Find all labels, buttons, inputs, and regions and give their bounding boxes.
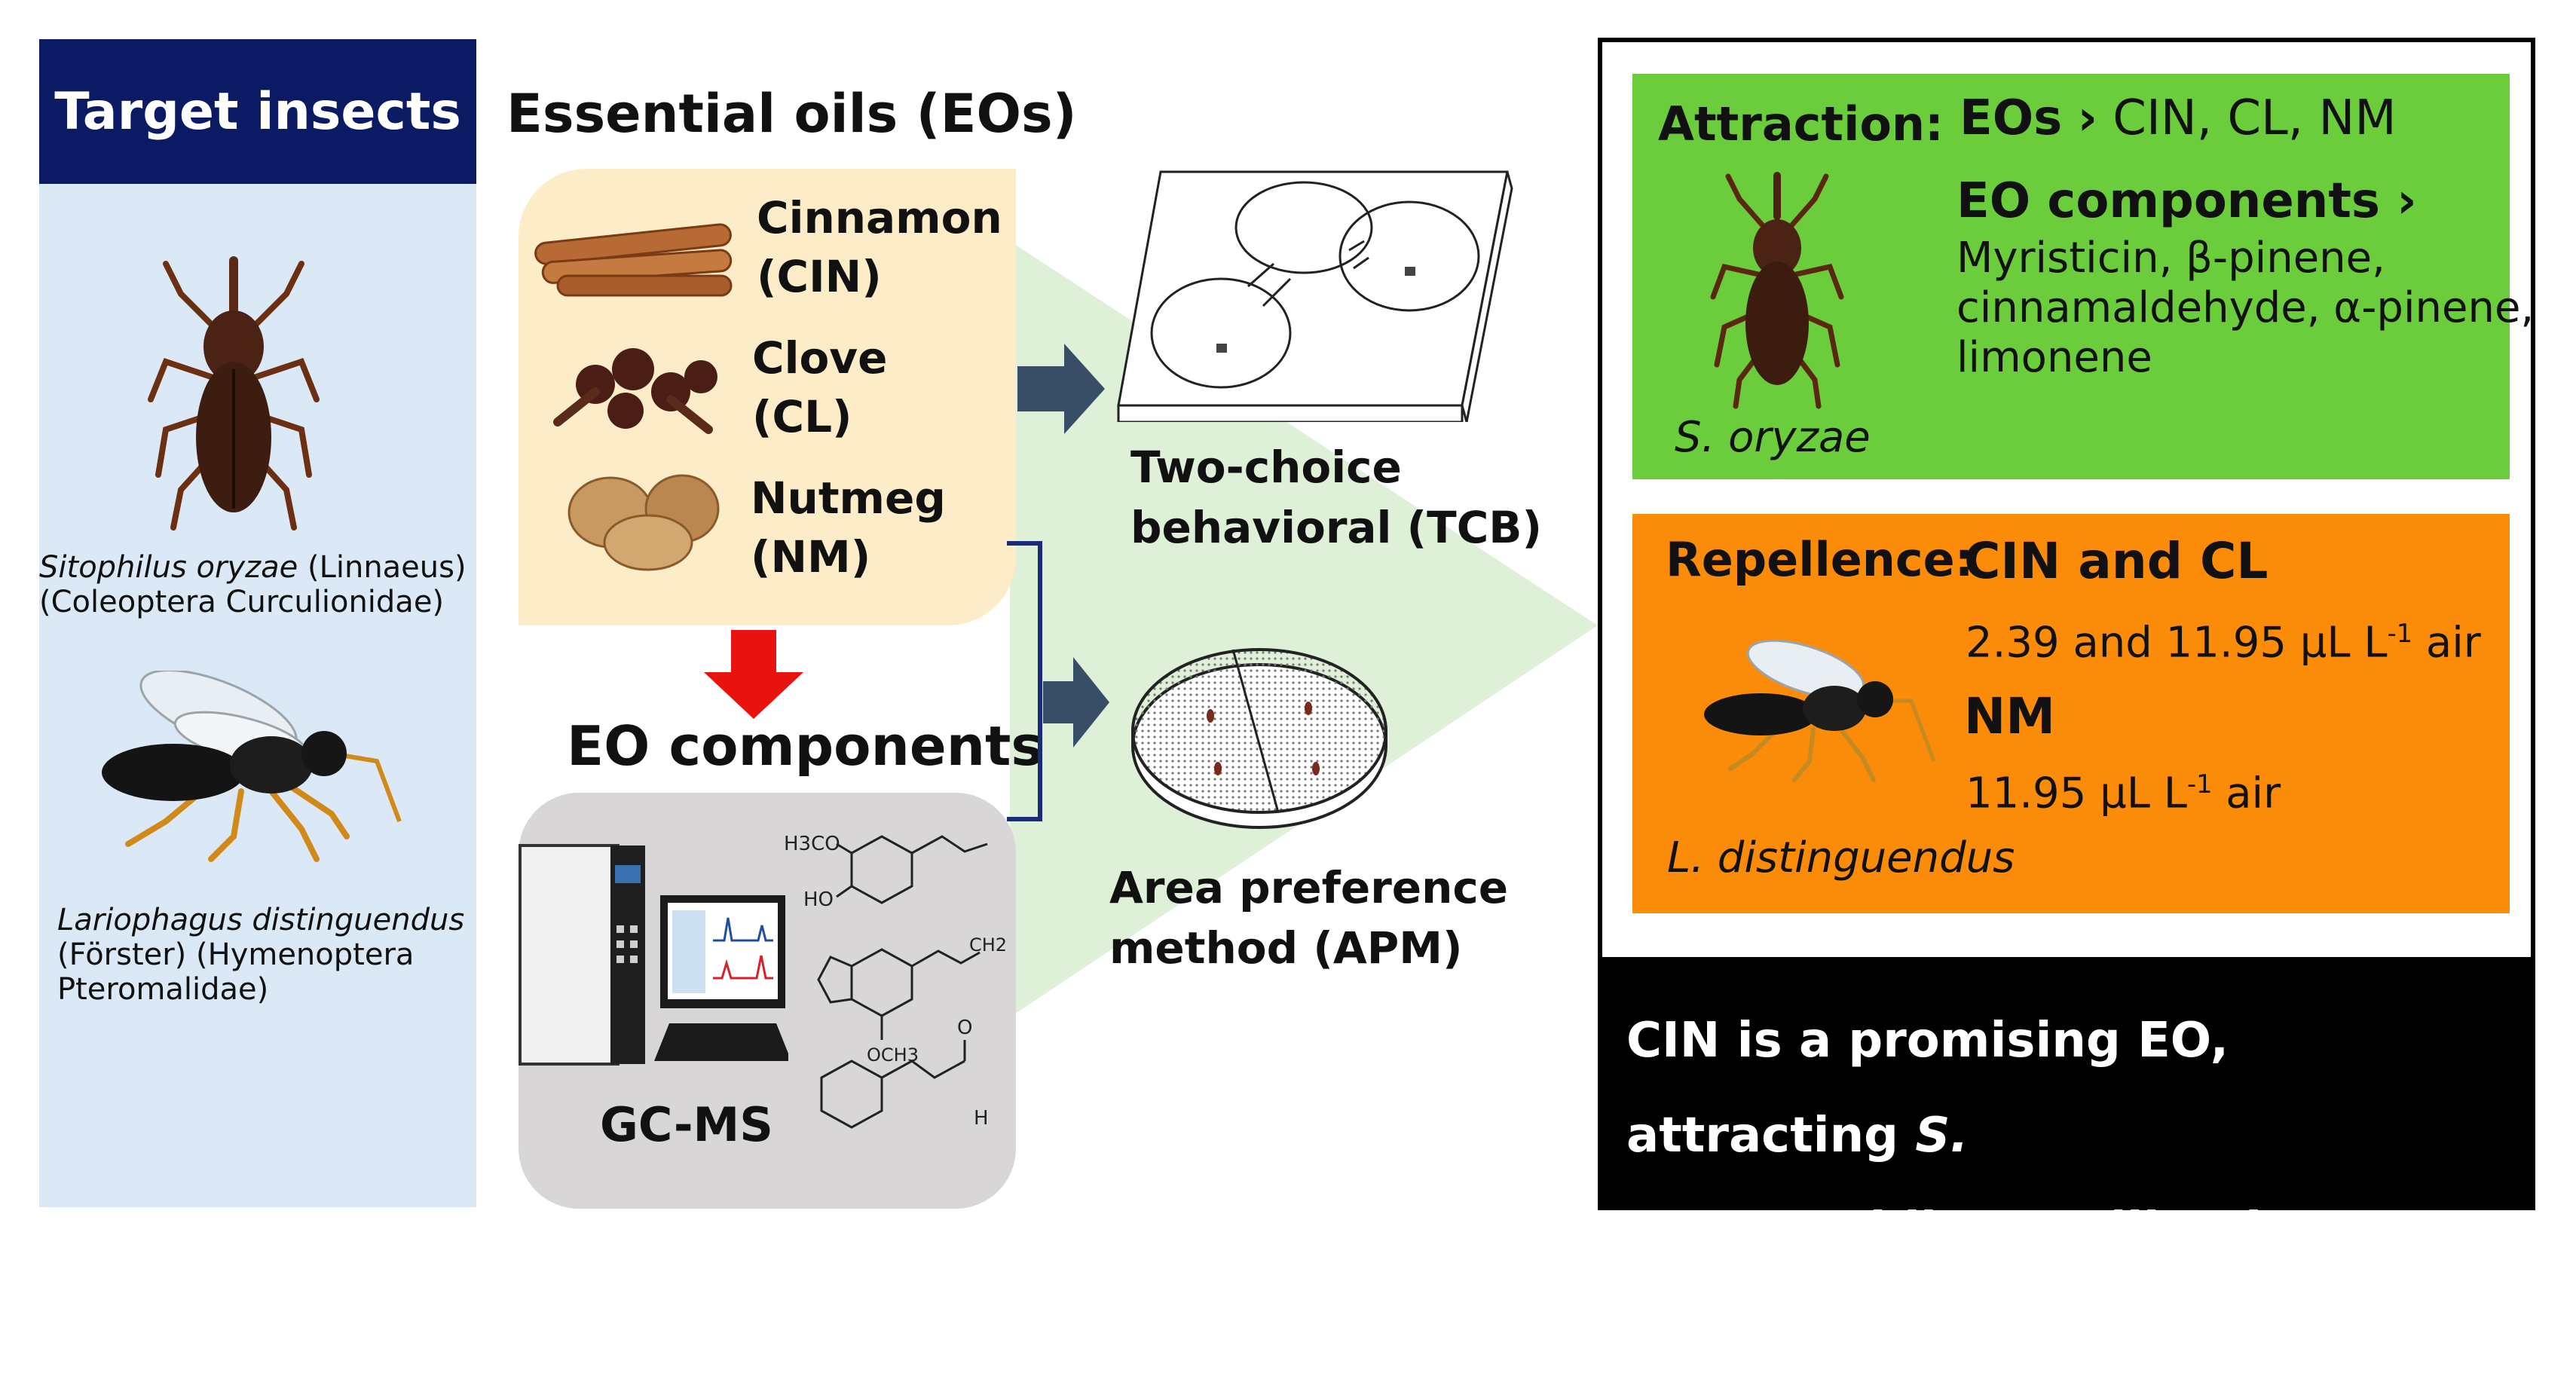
rice-weevil-illustration	[148, 256, 320, 531]
oil-clove-abbr: (CL)	[752, 391, 852, 442]
repellence-label: Repellence:	[1666, 532, 1974, 587]
attraction-comp-line3: limonene	[1956, 333, 2152, 382]
oil-nutmeg-label: Nutmeg (NM)	[751, 469, 946, 586]
chem2-ch2-label: CH2	[969, 934, 1007, 956]
repellence-dose2-value: 11.95 μL L	[1966, 769, 2187, 818]
repellence-dose2-unit: air	[2212, 769, 2281, 818]
eo-components-title: EO components	[567, 714, 1044, 778]
apm-label-line1: Area preference	[1109, 862, 1509, 913]
tcb-label: Two-choice behavioral (TCB)	[1130, 437, 1542, 558]
attraction-eos-line: EOs › CIN, CL, NM	[1960, 90, 2397, 146]
attraction-eos-list: CIN, CL, NM	[2113, 90, 2397, 146]
oil-nutmeg-name: Nutmeg	[751, 472, 946, 524]
attraction-comp-line2: cinnamaldehyde, α-pinene,	[1956, 283, 2535, 332]
arrow-to-tcb	[1017, 344, 1105, 434]
chemical-structures-illustration: H3CO HO CH2 OCH3 O H	[784, 833, 1007, 1130]
conclusion-part1: CIN is a promising EO, attracting	[1626, 1013, 2229, 1164]
attraction-components-list: Myristicin, β-pinene, cinnamaldehyde, α-…	[1956, 234, 2534, 383]
apm-label-line2: method (APM)	[1109, 922, 1463, 974]
arrow-to-apm	[1043, 657, 1109, 748]
apm-label: Area preference method (APM)	[1109, 858, 1508, 978]
repellence-species: L. distinguendus	[1667, 833, 2015, 882]
attraction-components-head: EO components	[1956, 173, 2380, 229]
conclusion-species-b: oryzae	[1626, 1203, 1809, 1258]
chem2-och3-label: OCH3	[867, 1044, 919, 1066]
attraction-label: Attraction:	[1658, 96, 1944, 151]
oil-nutmeg-abbr: (NM)	[751, 531, 871, 583]
gc-ms-label: GC-MS	[600, 1097, 773, 1152]
tcb-label-line1: Two-choice	[1130, 442, 1402, 493]
chem3-o-label: O	[957, 1017, 972, 1039]
oil-cinnamon-label: Cinnamon (CIN)	[757, 188, 1002, 306]
target-insects-title: Target insects	[39, 39, 476, 184]
insect2-caption: Lariophagus distinguendus (Förster) (Hym…	[57, 903, 479, 1007]
attraction-components-head-line: EO components ›	[1956, 173, 2417, 229]
conclusion-species-a: S.	[1915, 1108, 1969, 1164]
oil-cinnamon-abbr: (CIN)	[757, 251, 882, 302]
rice-weevil-result-illustration	[1710, 172, 1844, 409]
essential-oils-title: Essential oils (EOs)	[506, 83, 1077, 145]
repellence-dose2-exp: -1	[2186, 769, 2213, 799]
repellence-dose1-exp: -1	[2387, 619, 2413, 648]
repellence-dose1-line: 2.39 and 11.95 μL L-1 air	[1966, 609, 2481, 668]
oil-clove-name: Clove	[752, 332, 888, 384]
insect2-family: Pteromalidae)	[57, 972, 269, 1007]
clove-illustration	[553, 348, 717, 434]
target-insects-panel	[39, 39, 476, 1207]
area-preference-dish-illustration	[1131, 648, 1387, 829]
insect2-species: Lariophagus distinguendus	[57, 903, 465, 937]
insect1-species: Sitophilus oryzae	[39, 550, 298, 585]
oil-cinnamon-name: Cinnamon	[757, 192, 1002, 243]
two-choice-device-illustration	[1117, 170, 1513, 422]
attraction-eos-arrow: ›	[2077, 90, 2097, 146]
insect2-author: (Förster) (Hymenoptera	[57, 937, 415, 972]
attraction-comp-line1: Myristicin, β-pinene,	[1956, 234, 2385, 283]
gc-ms-instrument-illustration	[519, 844, 788, 1066]
insect1-order: (Coleoptera Curculionidae)	[39, 585, 445, 619]
conclusion-box	[1598, 957, 2535, 1210]
conclusion-text: CIN is a promising EO, attracting S. ory…	[1626, 993, 2516, 1373]
red-down-arrow	[704, 630, 803, 719]
oil-clove-label: Clove (CL)	[752, 329, 887, 446]
tcb-label-line2: behavioral (TCB)	[1130, 502, 1542, 553]
insect1-caption: Sitophilus oryzae (Linnaeus) (Coleoptera…	[39, 550, 491, 619]
parasitoid-wasp-result-illustration	[1704, 639, 1936, 782]
repellence-head2: NM	[1964, 687, 2055, 745]
flow-funnel	[1010, 241, 1598, 1017]
insect1-author: (Linnaeus)	[298, 550, 467, 585]
chem1-h3co-label: H3CO	[784, 833, 840, 855]
chem1-ho-label: HO	[803, 888, 834, 911]
attraction-species: S. oryzae	[1675, 413, 1871, 462]
attraction-eos-head: EOs	[1960, 90, 2063, 146]
repellence-head1: CIN and CL	[1964, 532, 2269, 590]
cinnamon-illustration	[534, 223, 733, 297]
repellence-dose1-unit: air	[2412, 618, 2481, 668]
repellence-dose2-line: 11.95 μL L-1 air	[1966, 760, 2281, 819]
nutmeg-illustration	[568, 474, 720, 571]
attraction-components-arrow: ›	[2397, 173, 2417, 229]
oils-components-bracket	[1007, 541, 1042, 821]
parasitoid-wasp-illustration	[102, 671, 402, 862]
repellence-dose1-value: 2.39 and 11.95 μL L	[1966, 618, 2388, 668]
chem3-h-label: H	[974, 1107, 989, 1130]
